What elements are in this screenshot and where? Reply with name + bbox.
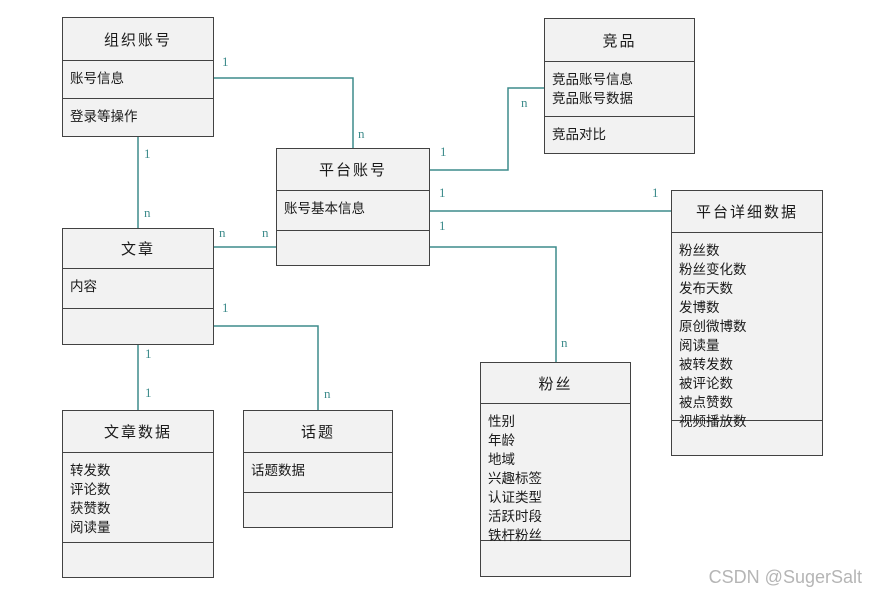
entity-topic: 话题 话题数据 [243,410,393,528]
entity-platform-account-attributes: 账号基本信息 [277,191,429,231]
multiplicity-label-article-topic-1: 1 [222,300,229,315]
multiplicity-label-article-articledata-1a: 1 [145,346,152,361]
multiplicity-label-article-topic-n: n [324,386,331,401]
entity-platform-detail-title: 平台详细数据 [672,191,822,233]
entity-platform-detail-attributes: 粉丝数 粉丝变化数 发布天数 发博数 原创微博数 阅读量 被转发数 被评论数 被… [672,233,822,429]
multiplicity-label-org-platform-n: n [358,126,365,141]
multiplicity-label-platform-competitor-1: 1 [440,144,447,159]
entity-article-data-title: 文章数据 [63,411,213,453]
entity-article-operations [63,309,213,344]
multiplicity-label-article-articledata-1b: 1 [145,385,152,400]
multiplicity-label-platform-detail-1a: 1 [439,185,446,200]
connector-org-account-to-platform-account [213,77,354,148]
multiplicity-label-org-article-n: n [144,205,151,220]
entity-fans: 粉丝 性别 年龄 地域 兴趣标签 认证类型 活跃时段 铁杆粉丝 [480,362,631,577]
entity-org-account-attributes: 账号信息 [63,61,213,99]
entity-article-attributes: 内容 [63,269,213,309]
multiplicity-label-platform-detail-1b: 1 [652,185,659,200]
multiplicity-label-platform-fans-1: 1 [439,218,446,233]
entity-fans-attributes: 性别 年龄 地域 兴趣标签 认证类型 活跃时段 铁杆粉丝 [481,404,630,543]
entity-platform-detail: 平台详细数据 粉丝数 粉丝变化数 发布天数 发博数 原创微博数 阅读量 被转发数… [671,190,823,456]
entity-competitor-title: 竞品 [545,19,694,62]
entity-competitor: 竞品 竞品账号信息 竞品账号数据 竞品对比 [544,18,695,154]
entity-org-account: 组织账号 账号信息 登录等操作 [62,17,214,137]
multiplicity-label-platform-competitor-n: n [521,95,528,110]
entity-platform-account-operations [277,231,429,265]
entity-competitor-attributes: 竞品账号信息 竞品账号数据 [545,62,694,117]
multiplicity-label-platform-fans-n: n [561,335,568,350]
watermark: CSDN @SugerSalt [708,567,862,587]
entity-article-data-attributes: 转发数 评论数 获赞数 阅读量 [63,453,213,543]
connector-platform-account-to-competitor [430,87,544,171]
entity-article-data: 文章数据 转发数 评论数 获赞数 阅读量 [62,410,214,578]
entity-topic-operations [244,493,392,527]
entity-fans-title: 粉丝 [481,363,630,404]
entity-org-account-title: 组织账号 [63,18,213,61]
entity-org-account-operations: 登录等操作 [70,109,138,124]
multiplicity-label-article-platform-na: n [219,225,226,240]
multiplicity-label-article-platform-nb: n [262,225,269,240]
entity-article-title: 文章 [63,229,213,269]
entity-competitor-operations: 竞品对比 [552,127,606,142]
connector-article-to-topic [214,325,319,410]
entity-fans-operations [481,541,630,576]
entity-article-data-operations [63,543,213,577]
entity-platform-account: 平台账号 账号基本信息 [276,148,430,266]
entity-platform-account-title: 平台账号 [277,149,429,191]
entity-article: 文章 内容 [62,228,214,345]
entity-platform-detail-operations [672,421,822,455]
entity-topic-title: 话题 [244,411,392,453]
connector-platform-account-to-fans [430,246,557,362]
multiplicity-label-org-platform-1: 1 [222,54,229,69]
entity-topic-attributes: 话题数据 [244,453,392,493]
multiplicity-label-org-article-1: 1 [144,146,151,161]
